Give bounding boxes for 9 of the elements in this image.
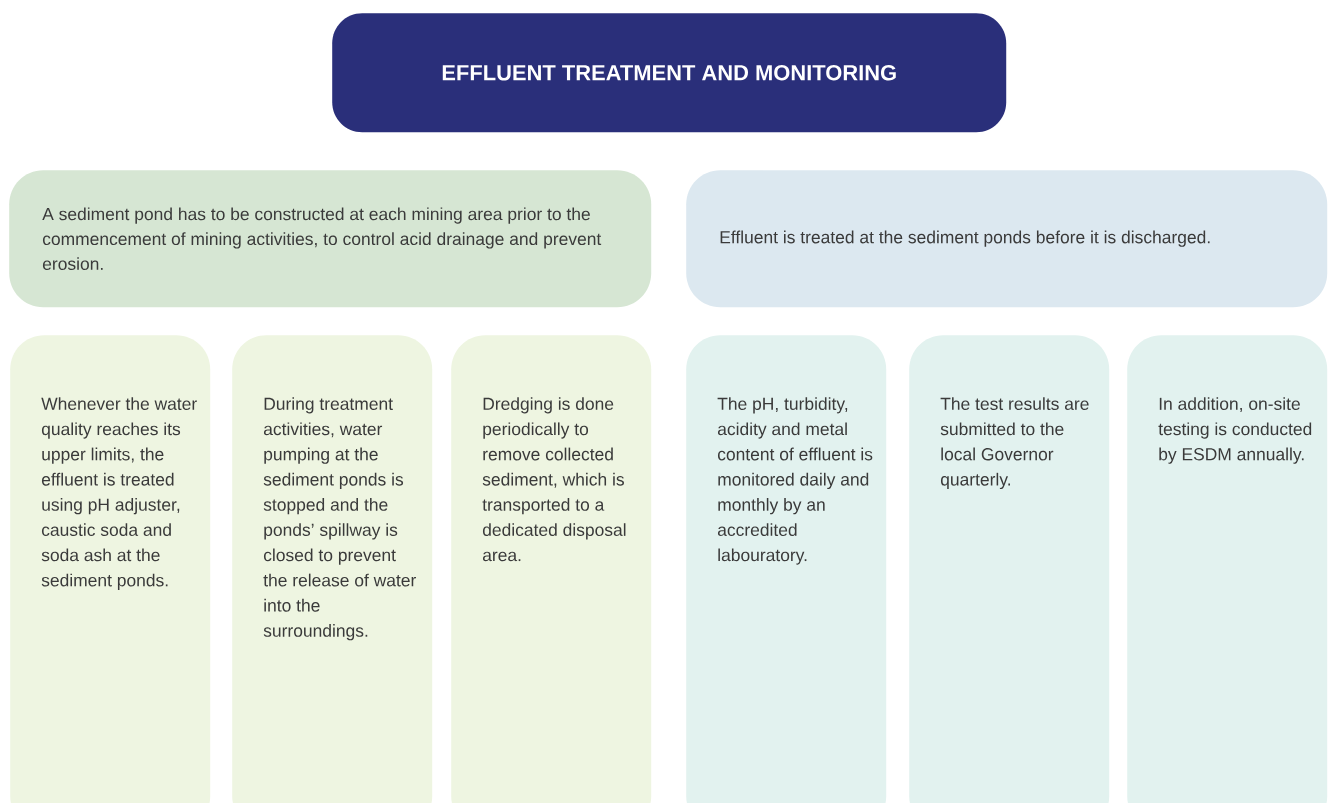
detail-card: Whenever the water quality reaches its upper limits, the effluent is treated using pH adjuster, caustic soda and soda ash at the sediment ponds.	[10, 335, 211, 803]
summary-box: A sediment pond has to be constructed at each mining area prior to the commencement of mining activities, to control acid drainage and prevent erosion.	[9, 170, 652, 308]
summary-box: Effluent is treated at the sediment ponds before it is discharged.	[686, 170, 1328, 308]
detail-card: In addition, on-site testing is conducted by ESDM annually.	[1127, 335, 1328, 803]
detail-card: The test results are submitted to the local Governor quarterly.	[909, 335, 1110, 803]
detail-card: During treatment activities, water pumping at the sediment ponds is stopped and the ponds’ spillway is closed to prevent the release of water into the surroundings.	[232, 335, 433, 803]
title-banner: EFFLUENT TREATMENT AND MONITORING	[332, 13, 1007, 133]
detail-card: The pH, turbidity, acidity and metal content of effluent is monitored daily and monthly by an accredited labouratory.	[686, 335, 887, 803]
detail-card: Dredging is done periodically to remove collected sediment, which is transported to a dedicated disposal area.	[451, 335, 652, 803]
